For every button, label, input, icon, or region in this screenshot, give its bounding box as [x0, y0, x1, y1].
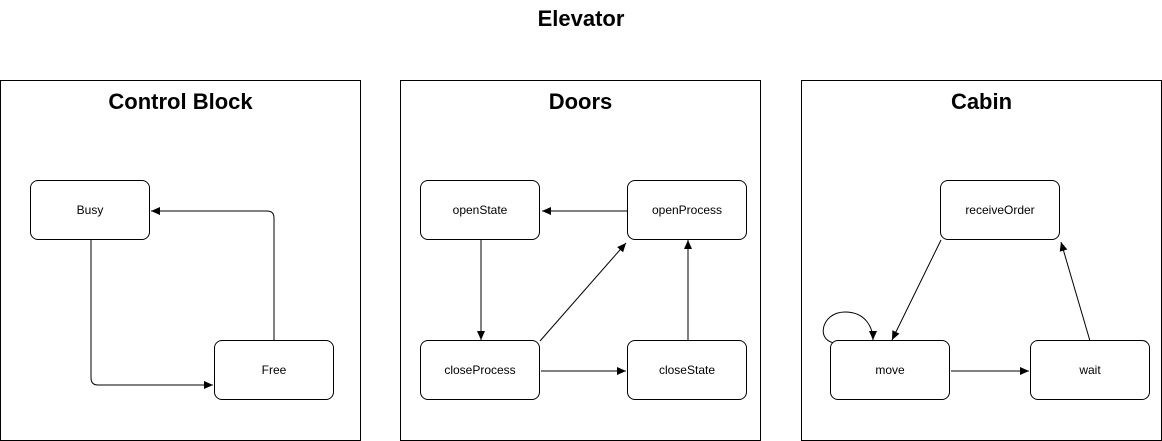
- transition-closeprocess-to-openprocess: [539, 242, 627, 342]
- panel-title-cabin: Cabin: [950, 89, 1013, 114]
- transition-free-to-busy: [151, 207, 275, 340]
- diagram-title: Elevator: [537, 6, 625, 31]
- transition-receiveorder-to-move: [891, 239, 942, 341]
- state-openstate[interactable]: openState: [420, 180, 540, 240]
- state-free[interactable]: Free: [214, 340, 334, 400]
- transition-busy-to-free: [90, 240, 213, 389]
- state-receiveorder[interactable]: receiveOrder: [940, 180, 1060, 240]
- transition-move-self-loop: [822, 311, 877, 344]
- state-closeprocess[interactable]: closeProcess: [420, 340, 540, 400]
- state-busy[interactable]: Busy: [30, 180, 150, 240]
- state-closestate[interactable]: closeState: [627, 340, 747, 400]
- state-move[interactable]: move: [830, 340, 950, 400]
- transition-wait-to-receiveorder: [1059, 241, 1091, 342]
- panel-title-control-block: Control Block: [108, 89, 253, 114]
- panel-title-doors: Doors: [548, 89, 613, 114]
- state-openprocess[interactable]: openProcess: [627, 180, 747, 240]
- state-wait[interactable]: wait: [1030, 340, 1150, 400]
